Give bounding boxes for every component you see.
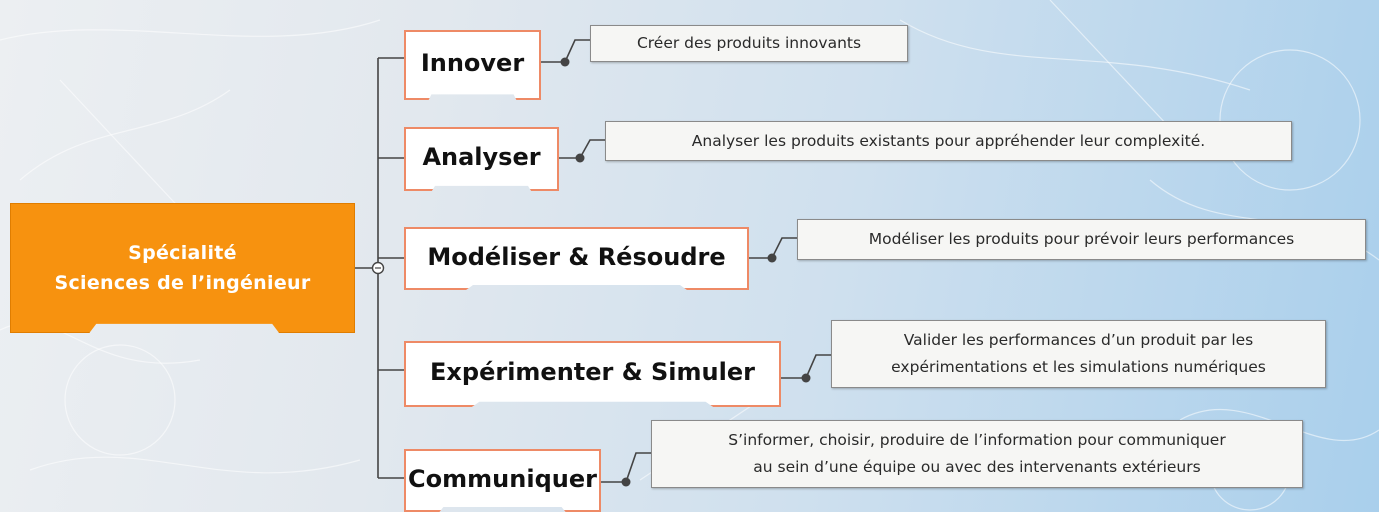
branch-label-communiquer: Communiquer: [408, 464, 597, 493]
desc-text-analyser: Analyser les produits existants pour app…: [691, 131, 1206, 150]
root-node[interactable]: Spécialité Sciences de l’ingénieur: [10, 203, 355, 333]
desc-box-modeliser-resoudre[interactable]: Modéliser les produits pour prévoir leur…: [797, 219, 1366, 260]
branch-node-modeliser-resoudre[interactable]: Modéliser & Résoudre: [404, 227, 749, 290]
branch-node-experimenter-simuler[interactable]: Expérimenter & Simuler: [404, 341, 781, 407]
branch-label-analyser: Analyser: [422, 143, 541, 171]
branch-label-innover: Innover: [420, 49, 525, 77]
desc-box-experimenter-simuler[interactable]: Valider les performances d’un produit pa…: [831, 320, 1326, 388]
desc-text-experimenter-simuler-line2: expérimentations et les simulations numé…: [891, 358, 1266, 376]
root-label: Spécialité Sciences de l’ingénieur: [54, 238, 310, 298]
desc-text-innover: Créer des produits innovants: [636, 34, 862, 52]
junction-dots: [560, 57, 811, 487]
desc-box-communiquer[interactable]: S’informer, choisir, produire de l’infor…: [651, 420, 1303, 488]
desc-text-experimenter-simuler-line1: Valider les performances d’un produit pa…: [903, 331, 1254, 349]
branch-label-modeliser-resoudre: Modéliser & Résoudre: [427, 242, 726, 271]
branch-node-analyser[interactable]: Analyser: [404, 127, 559, 191]
branch-node-innover[interactable]: Innover: [404, 30, 541, 100]
root-label-line2: Sciences de l’ingénieur: [54, 272, 311, 294]
branch-node-communiquer[interactable]: Communiquer: [404, 449, 601, 512]
desc-box-innover[interactable]: Créer des produits innovants: [590, 25, 908, 62]
desc-text-modeliser-resoudre: Modéliser les produits pour prévoir leur…: [868, 230, 1295, 248]
desc-box-analyser[interactable]: Analyser les produits existants pour app…: [605, 121, 1292, 161]
root-label-line1: Spécialité: [128, 242, 237, 264]
branch-label-experimenter-simuler: Expérimenter & Simuler: [430, 358, 755, 386]
desc-text-communiquer-line1: S’informer, choisir, produire de l’infor…: [728, 431, 1226, 449]
desc-text-communiquer-line2: au sein d’une équipe ou avec des interve…: [753, 458, 1201, 476]
